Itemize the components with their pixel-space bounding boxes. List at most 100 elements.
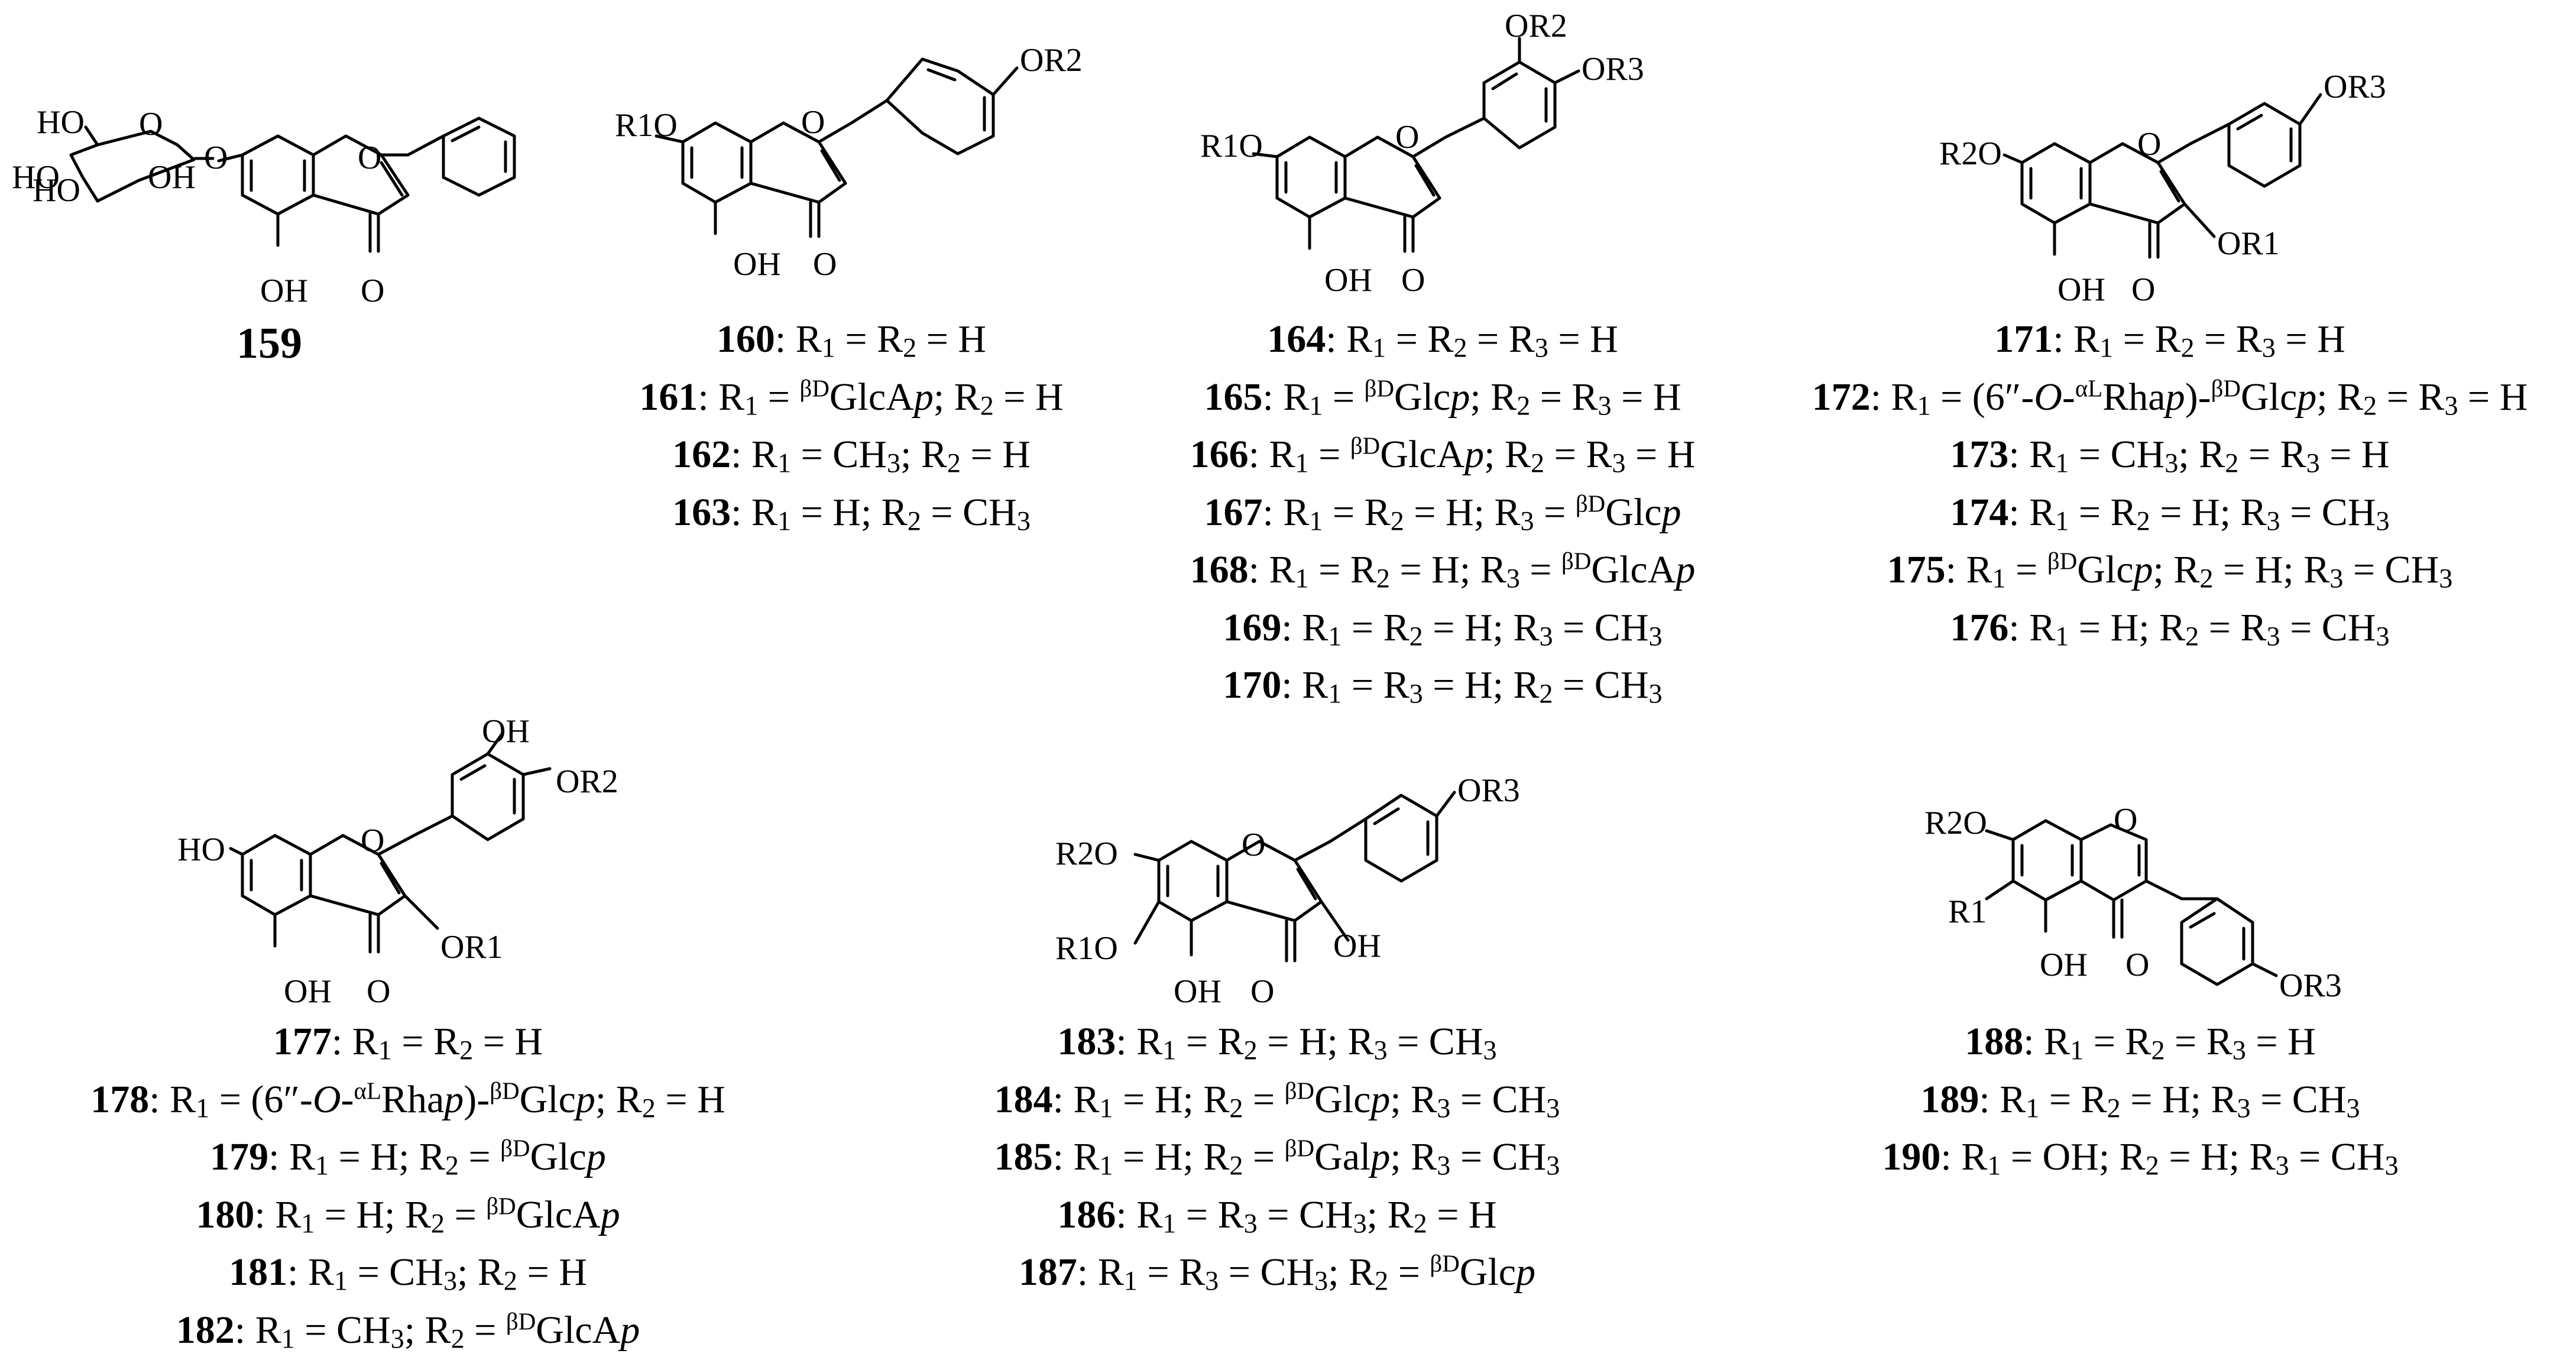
atom-label: HO — [33, 172, 80, 209]
substituent-text: = H; R — [1257, 1020, 1374, 1063]
atom-label: O — [1242, 827, 1265, 863]
substituent-text: = R — [1308, 548, 1376, 591]
substituent-text: = H; R — [1389, 548, 1506, 591]
substituent-text: 2 — [2136, 505, 2150, 536]
compound-number: 171 — [1994, 318, 2053, 361]
substituent-text: 3 — [2444, 390, 2458, 420]
substituent-text: R — [2000, 1077, 2026, 1121]
substituent-text: ; R — [404, 1308, 451, 1352]
atom-label: R2O — [1055, 835, 1118, 872]
substituent-text: p — [1661, 490, 1681, 534]
substituent-text: = R — [1176, 1020, 1244, 1063]
atom-label: OH — [1324, 262, 1372, 299]
substituent-text: 3 — [2346, 1092, 2360, 1123]
compound-number: 159 — [236, 319, 302, 368]
substituent-text: GlcA — [1380, 433, 1465, 476]
substituent-text: = H; R — [2120, 1077, 2237, 1121]
substituent-text: = R — [2069, 490, 2137, 534]
substituent-text: = (6″- — [1930, 375, 2034, 419]
substituent-text: βD — [500, 1135, 530, 1162]
substituent-text: βD — [1561, 548, 1592, 575]
substituent-text: 3 — [1314, 1265, 1328, 1296]
substituent-text: = H — [1427, 1193, 1497, 1236]
substituent-line: 174: R1 = R2 = H; R3 = CH3 — [1950, 490, 2390, 536]
substituent-text: = CH — [2280, 605, 2376, 649]
atom-label: O — [2125, 947, 2149, 983]
substituent-text: 3 — [2266, 505, 2280, 536]
substituent-text: 2 — [1531, 448, 1545, 478]
substituent-text: R — [1269, 548, 1295, 591]
substituent-text: 3 — [1506, 563, 1520, 594]
atom-label: OH — [2040, 947, 2088, 983]
atom-label: OR3 — [2324, 69, 2386, 105]
substituent-text: R — [307, 1251, 334, 1294]
atom-label: R1O — [615, 107, 678, 144]
substituent-text: = H — [1625, 433, 1696, 476]
substituent-text: = — [1534, 490, 1576, 534]
compound-number: 182 — [176, 1308, 235, 1352]
substituent-text: 2 — [2107, 1092, 2121, 1123]
substituent-text: = — [1243, 1135, 1285, 1178]
substituent-text: )- — [464, 1077, 490, 1121]
compound-number: 178 — [90, 1077, 150, 1121]
compound-number: 177 — [273, 1020, 332, 1063]
substituent-text: )- — [2185, 375, 2211, 419]
substituent-text: 3 — [1409, 678, 1423, 709]
substituent-text: R — [1269, 433, 1295, 476]
substituent-text: p — [1676, 548, 1696, 591]
substituent-line: 170: R1 = R3 = H; R2 = CH3 — [1223, 663, 1663, 709]
substituent-text: = — [1308, 433, 1350, 476]
substituent-text: - — [2062, 375, 2075, 419]
atom-label: O — [204, 140, 228, 176]
substituent-text: 2 — [1375, 1265, 1389, 1296]
compound-164-structure: OR2 OR3 R1O O OH O — [1200, 8, 1644, 299]
substituent-text: 2 — [2180, 332, 2195, 363]
substituent-text: 3 — [2439, 563, 2453, 594]
atom-label: OH — [260, 273, 308, 309]
substituent-text: = CH — [921, 490, 1017, 534]
substituent-text: R — [718, 375, 745, 419]
compound-number: 165 — [1204, 375, 1263, 419]
compound-number: 167 — [1204, 490, 1263, 534]
substituent-text: R — [751, 490, 777, 534]
substituent-text: p — [2165, 375, 2185, 419]
substituent-text: 2 — [2363, 390, 2377, 420]
substituent-text: βD — [1575, 490, 1606, 517]
substituent-text: βD — [1364, 375, 1395, 401]
substituent-text: 1 — [1309, 505, 1323, 536]
substituent-line: 188: R1 = R2 = R3 = H — [1965, 1020, 2316, 1065]
compound-number: 169 — [1223, 605, 1282, 649]
substituent-text: R — [352, 1020, 378, 1063]
substituent-text: 1 — [1917, 390, 1931, 420]
substituent-text: = H — [517, 1251, 587, 1294]
substituent-text: 2 — [903, 332, 917, 363]
atom-label: O — [139, 106, 163, 142]
substituent-text: 2 — [1517, 390, 1531, 420]
substituent-text: p — [575, 1077, 595, 1121]
substituent-text: R — [1283, 490, 1310, 534]
substituent-text: = R — [2194, 318, 2262, 361]
atom-label: O — [813, 246, 837, 283]
substituent-text: βD — [1430, 1250, 1460, 1277]
compound-number: 170 — [1223, 663, 1282, 707]
substituent-text: = CH — [2250, 1077, 2347, 1121]
substituent-text: 3 — [1534, 332, 1548, 363]
substituent-text: 3 — [1539, 620, 1553, 651]
compound-number: 186 — [1057, 1193, 1116, 1236]
substituent-text: = R — [2199, 605, 2267, 649]
substituent-line: 173: R1 = CH3; R2 = R3 = H — [1950, 433, 2390, 478]
substituent-text: = CH — [791, 433, 887, 476]
substituent-text: 1 — [821, 332, 835, 363]
substituent-text: = (6″- — [209, 1077, 313, 1121]
substituent-text: ; R — [933, 375, 980, 419]
substituent-text: = H — [993, 375, 1064, 419]
substituent-text: = H — [473, 1020, 543, 1063]
substituent-text: 3 — [2275, 1150, 2289, 1181]
substituent-text: 3 — [1353, 1207, 1367, 1238]
substituent-text: αL — [2075, 375, 2103, 401]
substituent-text: 2 — [445, 1150, 459, 1181]
substituent-text: 1 — [196, 1092, 210, 1123]
substituent-text: 3 — [2384, 1150, 2399, 1181]
atom-label: R1O — [1055, 930, 1118, 967]
